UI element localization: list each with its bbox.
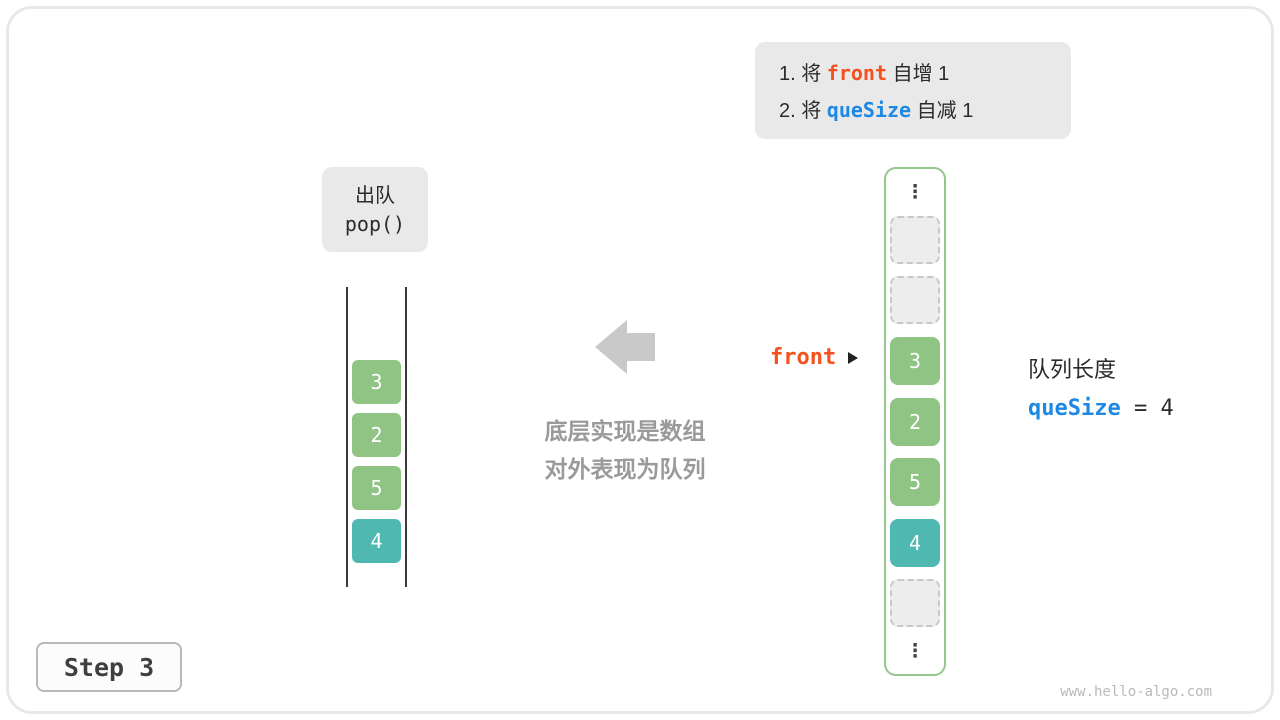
array-cell-empty	[890, 215, 940, 264]
vertical-ellipsis-icon: ⋮	[905, 640, 925, 662]
dequeue-label: 出队	[355, 185, 395, 207]
quesize-variable: queSize	[1028, 396, 1121, 421]
pop-code-label: pop()	[344, 212, 406, 236]
left-arrow-icon	[595, 320, 655, 374]
array-cell: 5	[890, 458, 940, 507]
front-variable: front	[826, 61, 888, 85]
right-triangle-icon	[848, 351, 859, 364]
array-cell: 2	[890, 397, 940, 446]
array-cell-empty	[890, 579, 940, 628]
vertical-ellipsis-icon: ⋮	[905, 181, 925, 203]
front-pointer: front	[770, 345, 859, 370]
instruction-2-prefix: 2. 将	[779, 100, 827, 122]
queue-item: 4	[352, 519, 401, 563]
instruction-2-suffix: 自减 1	[911, 100, 974, 122]
left-arrow-tail	[627, 333, 655, 361]
instruction-1-suffix: 自增 1	[887, 63, 950, 85]
queue-item: 5	[352, 466, 401, 510]
front-pointer-label: front	[770, 345, 837, 370]
caption-line-2: 对外表现为队列	[544, 456, 706, 482]
array-cell-empty	[890, 276, 940, 325]
instruction-line-2: 2. 将 queSize 自减 1	[779, 92, 1071, 129]
queue-length-label: 队列长度	[1028, 357, 1117, 382]
left-arrow-head	[595, 320, 627, 374]
quesize-variable: queSize	[826, 98, 912, 122]
array-cell: 4	[890, 518, 940, 567]
queue-right-wall	[405, 287, 407, 587]
queue-length-value: queSize = 4	[1028, 396, 1174, 421]
instruction-1-prefix: 1. 将	[779, 63, 827, 85]
queue-item: 2	[352, 413, 401, 457]
array-column: ⋮ 3 2 5 4 ⋮	[884, 167, 946, 676]
queue-item: 3	[352, 360, 401, 404]
queue-length-annotation: 队列长度 queSize = 4	[1028, 352, 1174, 421]
dequeue-operation-box: 出队 pop()	[322, 167, 428, 252]
array-cell: 3	[890, 336, 940, 385]
queue-left-wall	[346, 287, 348, 587]
caption-line-1: 底层实现是数组	[544, 418, 706, 444]
caption: 底层实现是数组 对外表现为队列	[455, 412, 795, 488]
instruction-box: 1. 将 front 自增 1 2. 将 queSize 自减 1	[755, 42, 1071, 139]
quesize-value: = 4	[1120, 396, 1174, 421]
step-badge: Step 3	[36, 642, 182, 692]
instruction-line-1: 1. 将 front 自增 1	[779, 55, 1071, 92]
watermark: www.hello-algo.com	[1060, 684, 1212, 700]
